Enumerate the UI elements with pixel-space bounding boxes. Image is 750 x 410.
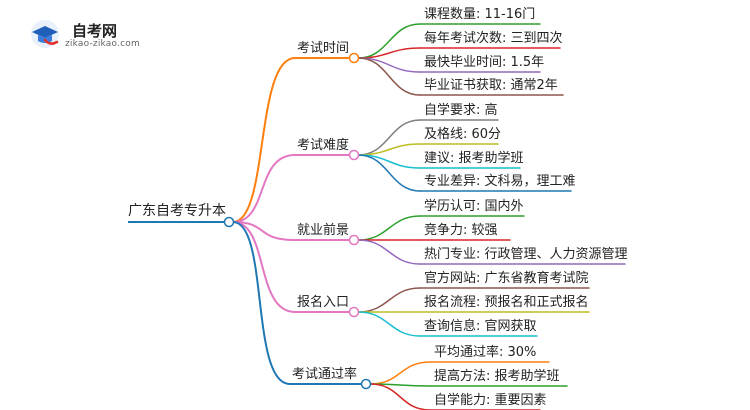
- branch-connector: [232, 221, 296, 313]
- branch-connector: [232, 154, 296, 223]
- logo-title: 自考网: [72, 22, 118, 40]
- branch-label-pass-rate: 考试通过率: [292, 366, 357, 382]
- leaf-connector: [369, 361, 431, 385]
- leaf-label: 建议: 报考助学班: [424, 150, 524, 166]
- branch-connector: [232, 221, 296, 241]
- root-node[interactable]: 广东自考专升本: [128, 203, 235, 228]
- site-logo[interactable]: 自考网 zikao-zikao.com: [28, 18, 148, 50]
- mindmap-connectors: [232, 23, 626, 410]
- leaf-label: 热门专业: 行政管理、人力资源管理: [424, 247, 628, 262]
- leaf-label: 平均通过率: 30%: [434, 344, 536, 360]
- leaf-label: 提高方法: 报考助学班: [434, 368, 560, 384]
- branch-connector: [232, 57, 296, 223]
- branch-expand-handle[interactable]: [348, 52, 360, 64]
- branch-handles: [348, 52, 372, 390]
- leaf-label: 自学能力: 重要因素: [434, 392, 547, 408]
- branch-label-difficulty: 考试难度: [297, 137, 349, 153]
- leaf-label: 报名流程: 预报名和正式报名: [424, 294, 589, 310]
- branch-expand-handle[interactable]: [360, 378, 372, 390]
- leaf-label: 竞争力: 较强: [424, 222, 498, 238]
- branch-label-employment: 就业前景: [297, 222, 349, 238]
- leaf-label: 最快毕业时间: 1.5年: [424, 55, 544, 70]
- leaf-label: 学历认可: 国内外: [424, 198, 524, 214]
- branch-label-registration: 报名入口: [297, 294, 349, 310]
- branch-label-exam-time: 考试时间: [297, 41, 349, 56]
- leaf-label: 自学要求: 高: [424, 102, 498, 118]
- leaf-connector: [357, 287, 421, 313]
- leaf-label: 查询信息: 官网获取: [424, 318, 537, 334]
- branch-expand-handle[interactable]: [348, 149, 360, 161]
- leaf-label: 课程数量: 11-16门: [424, 7, 535, 22]
- leaf-label: 专业差异: 文科易，理工难: [424, 174, 576, 189]
- leaf-connector: [357, 311, 421, 337]
- branch-expand-handle[interactable]: [348, 234, 360, 246]
- leaf-label: 毕业证书获取: 通常2年: [424, 78, 558, 93]
- branch-expand-handle[interactable]: [348, 306, 360, 318]
- root-expand-handle[interactable]: [223, 216, 235, 228]
- leaf-connector: [369, 383, 431, 410]
- leaf-connector: [357, 239, 421, 265]
- leaf-connector: [357, 215, 421, 241]
- logo-url: zikao-zikao.com: [65, 39, 140, 49]
- leaf-label: 每年考试次数: 三到四次: [424, 30, 563, 46]
- graduation-cap-icon: [31, 20, 59, 48]
- leaf-connector: [357, 57, 421, 96]
- leaf-label: 官方网站: 广东省教育考试院: [424, 270, 589, 286]
- leaf-connector: [357, 154, 421, 192]
- branch-connector: [232, 221, 291, 385]
- root-label: 广东自考专升本: [128, 203, 226, 219]
- leaf-label: 及格线: 60分: [424, 126, 501, 142]
